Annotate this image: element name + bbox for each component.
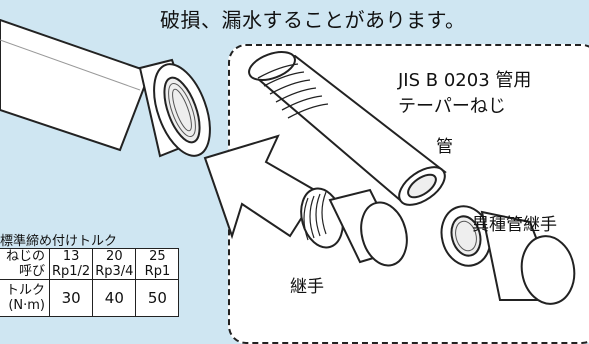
- pipe-label: 管: [436, 137, 453, 157]
- insert-arrow-icon: [203, 134, 320, 240]
- torque-header: トルク (N·m): [0, 279, 50, 317]
- torque-row: トルク (N·m) 30 40 50: [0, 279, 180, 317]
- pipe-body: [0, 18, 152, 152]
- torque-cell-20: 40: [92, 279, 137, 317]
- pipe-illustration: [0, 18, 576, 305]
- warning-headline: 破損、漏水することがあります。: [160, 8, 466, 32]
- socket-end: [138, 58, 211, 158]
- thread-size-header: ねじの 呼び: [0, 248, 50, 280]
- joint-label: 継手: [290, 277, 324, 297]
- torque-cell-13: 30: [48, 279, 94, 317]
- torque-cell-25: 50: [135, 279, 180, 317]
- thread-type-label: テーパーねじ: [398, 96, 506, 117]
- fitting-label: 異種管継手: [472, 215, 557, 235]
- hex-joint: [300, 187, 408, 267]
- standard-label: JIS B 0203 管用: [398, 70, 532, 91]
- threaded-pipe: [248, 51, 447, 206]
- dissimilar-fitting: [440, 205, 576, 305]
- torque-table-title: 標準締め付けトルク: [0, 234, 118, 249]
